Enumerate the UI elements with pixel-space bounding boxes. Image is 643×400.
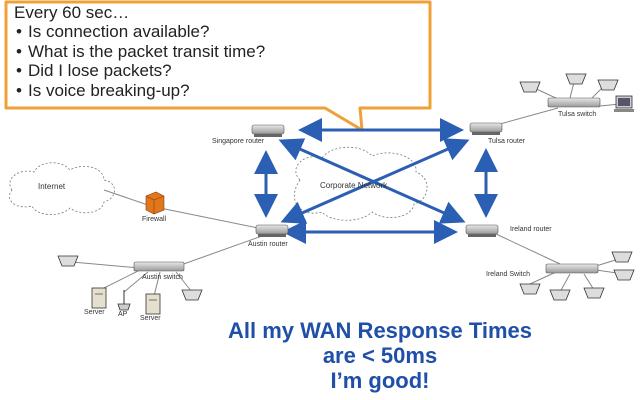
- internet-cloud: [9, 162, 115, 215]
- corporate-network-label: Corporate Network: [320, 181, 388, 190]
- router-icon: [469, 122, 503, 135]
- phone-icon: [57, 255, 79, 267]
- list-item: •Is connection available?: [16, 22, 210, 41]
- list-item-text: Is voice breaking-up?: [28, 80, 190, 100]
- server-label: Server: [140, 315, 161, 322]
- list-item: •What is the packet transit time?: [16, 41, 266, 61]
- router-icon: [465, 224, 499, 237]
- router-icon: [251, 124, 285, 137]
- phone-icon: [519, 283, 541, 295]
- phone-icon: [549, 289, 571, 301]
- list-item-text: Did I lose packets?: [28, 61, 172, 80]
- tulsa-router-label: Tulsa router: [488, 138, 526, 145]
- austin-router-label: Austin router: [248, 241, 288, 248]
- phone-icon: [611, 251, 633, 263]
- singapore-router-label: Singapore router: [212, 138, 265, 145]
- network-links: [71, 81, 625, 297]
- phone-icon: [613, 269, 635, 281]
- switch-icon: [545, 263, 599, 274]
- list-item-text: Is connection available?: [28, 22, 210, 41]
- phone-icon: [565, 73, 587, 85]
- router-icon: [255, 224, 289, 237]
- computer-icon: [614, 95, 634, 112]
- callout-title: Every 60 sec…: [14, 3, 130, 22]
- switch-icon: [547, 97, 601, 108]
- response-times-message: All my WAN Response Times are < 50ms I’m…: [160, 318, 600, 393]
- ireland-switch-label: Ireland Switch: [486, 271, 530, 278]
- firewall-icon: [145, 191, 165, 215]
- tulsa-switch-label: Tulsa switch: [558, 111, 597, 118]
- switch-icon: [133, 261, 185, 272]
- wan-arrows: [254, 118, 498, 244]
- phone-icon: [597, 79, 619, 91]
- phone-icon: [519, 81, 541, 93]
- message-line: I’m good!: [330, 368, 430, 393]
- callout: Every 60 sec… •Is connection available? …: [10, 3, 420, 100]
- internet-label: Internet: [38, 182, 66, 191]
- server-icon: [91, 287, 107, 309]
- list-item: •Did I lose packets?: [16, 61, 172, 80]
- access-point-icon: [117, 290, 131, 311]
- firewall-label: Firewall: [142, 216, 167, 223]
- list-item: •Is voice breaking-up?: [16, 80, 190, 100]
- austin-switch-label: Austin switch: [142, 274, 183, 281]
- message-line: are < 50ms: [322, 343, 438, 368]
- ap-label: AP: [118, 311, 128, 318]
- phone-icon: [181, 289, 203, 301]
- phone-icon: [583, 287, 605, 299]
- callout-list: •Is connection available? •What is the p…: [10, 22, 420, 100]
- arrow-tulsa-austin: [280, 138, 470, 224]
- list-item-text: What is the packet transit time?: [28, 41, 266, 61]
- ireland-router-label: Ireland router: [510, 226, 552, 233]
- server-icon: [145, 293, 161, 315]
- server-label: Server: [84, 309, 105, 316]
- message-line: All my WAN Response Times: [227, 318, 532, 343]
